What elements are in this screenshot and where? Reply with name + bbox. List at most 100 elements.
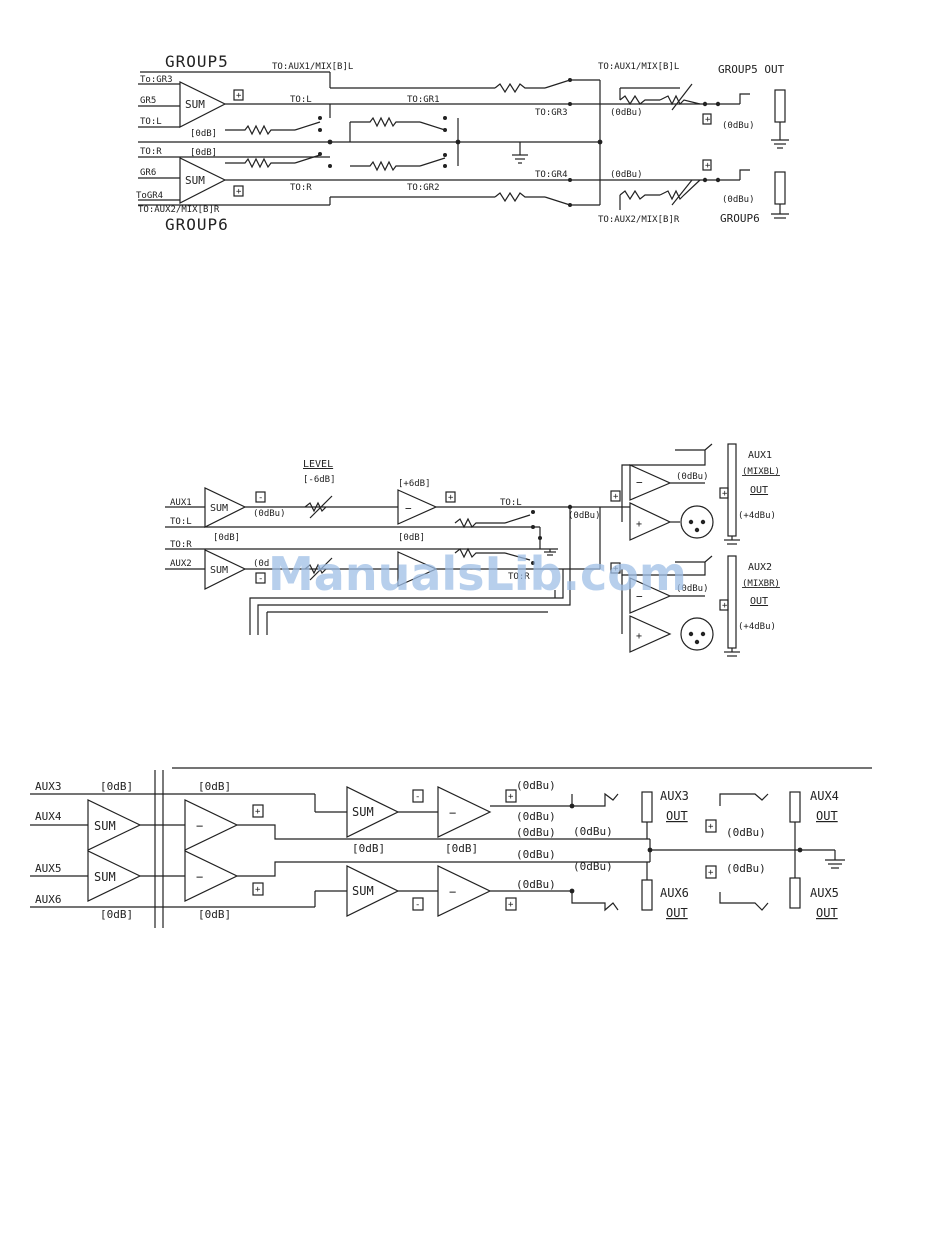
odb-label: [0dB] xyxy=(352,842,385,855)
to-l-in-label: TO:L xyxy=(170,517,192,527)
to-l-switch-label: TO:L xyxy=(290,95,312,105)
minus-sign: - xyxy=(258,493,263,503)
plus-sign: + xyxy=(636,631,642,642)
wire xyxy=(237,861,650,877)
resistor xyxy=(619,189,660,201)
node xyxy=(443,128,447,132)
resistor xyxy=(225,157,295,169)
aux2-out-line2: (MIXBR) xyxy=(742,579,780,589)
level-pot xyxy=(304,563,327,575)
jack-tip xyxy=(571,891,619,912)
jack-tip xyxy=(739,169,750,180)
sum-label: SUM xyxy=(94,870,116,884)
jack-aux3 xyxy=(641,791,653,823)
odbu-label: (0dBu) xyxy=(726,862,766,875)
to-gr4-switch-label: TO:GR4 xyxy=(535,170,568,180)
node xyxy=(328,164,332,168)
aux36-section: AUX3 [0dB] [0dB] AUX4 AUX5 AUX6 [0dB] [0… xyxy=(30,767,872,928)
odbu-label: (0dBu) xyxy=(573,860,613,873)
switch xyxy=(419,121,446,131)
aux1-out-line2: (MIXBL) xyxy=(742,467,780,477)
odb-label-1: [0dB] xyxy=(190,129,217,139)
to-aux1-top-label: TO:AUX1/MIX[B]L xyxy=(272,62,353,72)
aux2-out-line3: OUT xyxy=(750,596,768,607)
jack-tip xyxy=(719,892,769,911)
plus-box xyxy=(702,159,712,171)
node xyxy=(318,116,322,120)
aux2-out-line1: AUX2 xyxy=(748,562,772,573)
group5-out-label: GROUP5 OUT xyxy=(718,63,785,76)
sum-amp-out-6 xyxy=(346,865,400,917)
plus6db-label: [+6dB] xyxy=(398,479,431,489)
jack-group5 xyxy=(774,89,786,123)
inv-amp-2 xyxy=(184,850,239,902)
odb-label: [0dB] xyxy=(100,908,133,921)
resistor xyxy=(454,547,505,559)
plus-sign: + xyxy=(708,822,714,832)
gr6-label: GR6 xyxy=(140,168,156,178)
odbu-label: (0dBu) xyxy=(516,848,556,861)
plus-sign: + xyxy=(255,885,261,895)
minus-sign: − xyxy=(636,590,643,603)
sum-amp-aux56 xyxy=(87,850,142,902)
switch xyxy=(504,514,531,524)
minus-sign: - xyxy=(258,574,263,584)
odbu-label: (0dBu) xyxy=(676,584,709,594)
sum-label: SUM xyxy=(210,503,228,514)
odbu-label: (0dBu) xyxy=(573,825,613,838)
aux1-out-line1: AUX1 xyxy=(748,450,772,461)
plus-box xyxy=(505,897,517,911)
sum-label: SUM xyxy=(94,819,116,833)
node xyxy=(568,102,572,106)
plus-box xyxy=(252,804,264,818)
odbu-label-3: (0dBu) xyxy=(610,170,643,180)
to-aux2-right-label: TO:AUX2/MIX[B]R xyxy=(598,215,680,225)
trim-arrow xyxy=(309,557,333,581)
odb-label-2: [0dB] xyxy=(398,533,425,543)
plus4dbu-label: (+4dBu) xyxy=(738,622,776,632)
plus-sign: + xyxy=(508,792,514,802)
aux5-out-2: OUT xyxy=(816,906,838,920)
switch xyxy=(544,196,571,206)
minus-box xyxy=(255,572,266,584)
xlr-connector-aux1 xyxy=(680,505,714,539)
plus-sign: + xyxy=(448,493,454,503)
aux1-out-line3: OUT xyxy=(750,485,768,496)
inv-amp-out-3 xyxy=(437,786,492,838)
xlr-connector-aux2 xyxy=(680,617,714,651)
sum-amp-aux34 xyxy=(87,799,142,851)
minus-sign: − xyxy=(449,885,456,899)
aux1-in-label: AUX1 xyxy=(170,498,192,508)
group5-title: GROUP5 xyxy=(165,52,229,71)
odbu-partial: (0d xyxy=(253,559,269,569)
group6-title: GROUP6 xyxy=(165,215,229,234)
node xyxy=(531,525,535,529)
sum-amp-group5 xyxy=(179,81,227,128)
trim-arrow xyxy=(671,179,693,206)
odbu-label: (0dBu) xyxy=(516,810,556,823)
inv-amp-1 xyxy=(184,799,239,851)
odbu-label-4: (0dBu) xyxy=(722,195,755,205)
to-r-in-label: TO:R xyxy=(140,147,162,157)
xlr-pin xyxy=(688,631,694,637)
resistor xyxy=(350,160,420,172)
xlr-pin xyxy=(700,519,706,525)
trim-arrow xyxy=(309,495,333,519)
to-gr3-label: To:GR3 xyxy=(140,75,173,85)
opamp-aux1-inv xyxy=(629,464,672,501)
jack-tip xyxy=(571,792,619,807)
plus-box xyxy=(702,113,712,125)
xlr-pin xyxy=(694,527,700,533)
sum-label: SUM xyxy=(352,805,374,819)
sum-amp-aux1 xyxy=(204,487,247,528)
minus-sign: − xyxy=(636,476,643,489)
node xyxy=(443,153,447,157)
sum-amp-aux2 xyxy=(204,549,247,590)
aux4-in-label: AUX4 xyxy=(35,810,62,823)
aux6-out-1: AUX6 xyxy=(660,886,689,900)
aux6-out-2: OUT xyxy=(666,906,688,920)
switch xyxy=(419,157,446,167)
aux3-out-1: AUX3 xyxy=(660,789,689,803)
group-section: GROUP5 GROUP6 TO:AUX1/MIX[B]L To:GR3 GR5… xyxy=(136,52,789,234)
aux5-out-1: AUX5 xyxy=(810,886,839,900)
